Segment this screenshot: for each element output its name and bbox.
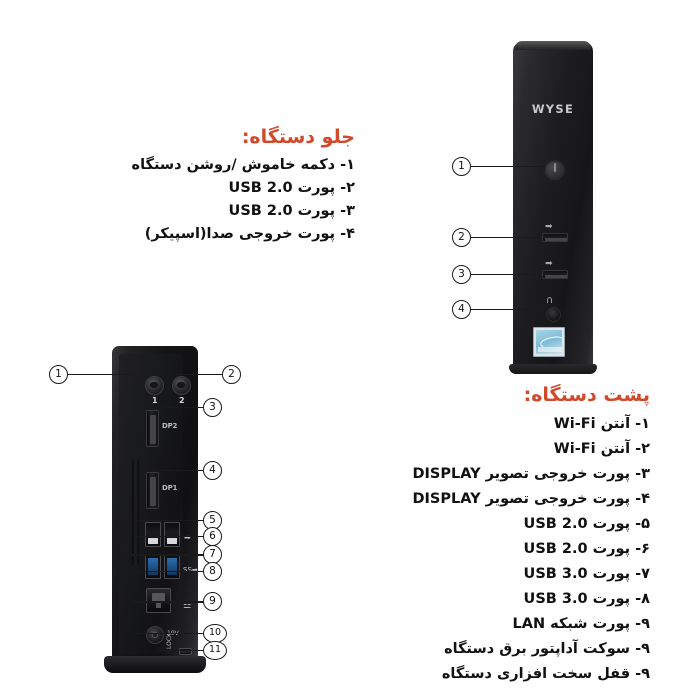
power-button[interactable] (544, 160, 566, 182)
antenna-label-1: 1 (152, 396, 158, 405)
callout-front-2[interactable]: 2 (452, 228, 471, 247)
list-item: ۴- پورت خروجی صدا(اسپیکر) (144, 226, 355, 242)
energy-star-logo-icon (536, 330, 562, 354)
leader-line (470, 237, 542, 238)
callout-back-11[interactable]: 11 (203, 641, 227, 660)
list-item: ۹- سوکت آداپتور برق دستگاه (444, 641, 650, 657)
leader-line (128, 571, 205, 572)
list-item: ۱- آنتن Wi-Fi (553, 416, 650, 432)
list-item: ۱- دکمه خاموش /روشن دستگاه (131, 157, 355, 173)
callout-back-9[interactable]: 9 (203, 592, 222, 611)
leader-line (68, 374, 136, 375)
lock-slot-label: LOCK (166, 633, 173, 649)
list-item: ۲- آنتن Wi-Fi (553, 441, 650, 457)
leader-line (176, 374, 232, 375)
front-section-title: جلو دستگاه: (241, 126, 355, 148)
list-item: ۶- پورت USB 2.0 (523, 541, 650, 557)
leader-line (136, 633, 205, 634)
network-icon: ☲ (183, 601, 192, 611)
energy-star-sticker (533, 327, 565, 357)
rear-io-panel: 1 2 DP2 DP1 ➡ SS➡ ☲ 19V LOCK (119, 354, 198, 655)
list-item: ۹- قفل سخت افزاری دستگاه (441, 666, 650, 682)
leader-line (470, 274, 542, 275)
callout-back-5[interactable]: 5 (203, 511, 222, 530)
usb-icon: ➡ (545, 259, 553, 269)
leader-line (142, 407, 205, 408)
displayport-connector-2 (146, 410, 159, 447)
leader-line (132, 601, 205, 603)
leader-line (134, 536, 205, 537)
callout-front-3[interactable]: 3 (452, 265, 471, 284)
rear-usb3-port-7 (145, 554, 161, 579)
leader-line (470, 309, 548, 310)
front-spec-list: ۱- دکمه خاموش /روشن دستگاه ۲- پورت USB 2… (95, 154, 355, 246)
headphone-icon: ∩ (546, 295, 554, 306)
callout-back-8[interactable]: 8 (203, 562, 222, 581)
front-top-edge (515, 41, 591, 50)
list-item: ۷- پورت USB 3.0 (523, 566, 650, 582)
wifi-antenna-connector-2 (172, 376, 191, 395)
rear-base-foot (104, 656, 206, 673)
list-item: ۴- پورت خروجی تصویر DISPLAY (412, 491, 651, 507)
leader-line (470, 166, 545, 167)
front-base-foot (509, 364, 597, 374)
front-usb-port-2 (542, 233, 568, 242)
list-item: ۹- پورت شبکه LAN (512, 616, 651, 632)
audio-out-jack (546, 307, 561, 322)
leader-line (160, 650, 205, 651)
antenna-label-2: 2 (179, 396, 185, 405)
usb-icon: ➡ (184, 533, 191, 542)
usb-superspeed-icon: SS➡ (183, 566, 198, 574)
displayport-label-1: DP1 (162, 484, 178, 492)
callout-back-2[interactable]: 2 (222, 365, 241, 384)
displayport-connector-1 (146, 472, 159, 509)
front-usb-port-3 (542, 270, 568, 279)
wifi-antenna-connector-1 (145, 376, 164, 395)
list-item: ۳- پورت خروجی تصویر DISPLAY (412, 466, 651, 482)
wyse-brand-logo: WYSE (531, 102, 575, 116)
rear-device-illustration: 1 2 DP2 DP1 ➡ SS➡ ☲ 19V LOCK (100, 344, 212, 680)
leader-line (142, 470, 205, 471)
displayport-label-2: DP2 (162, 422, 178, 430)
callout-back-6[interactable]: 6 (203, 527, 222, 546)
callout-back-3[interactable]: 3 (203, 398, 222, 417)
back-section-title: پشت دستگاه: (523, 384, 650, 406)
callout-back-1[interactable]: 1 (49, 365, 68, 384)
callout-front-4[interactable]: 4 (452, 300, 471, 319)
callout-front-1[interactable]: 1 (452, 157, 471, 176)
front-chassis (513, 42, 593, 372)
lan-rj45-port (146, 588, 171, 613)
list-item: ۸- پورت USB 3.0 (523, 591, 650, 607)
leader-line (128, 554, 205, 556)
usb-icon: ➡ (545, 222, 553, 232)
list-item: ۳- پورت USB 2.0 (228, 203, 355, 219)
front-device-illustration: WYSE ➡ ➡ ∩ (505, 38, 601, 374)
kensington-lock-slot (179, 648, 192, 655)
list-item: ۲- پورت USB 2.0 (228, 180, 355, 196)
back-spec-list: ۱- آنتن Wi-Fi ۲- آنتن Wi-Fi ۳- پورت خروج… (230, 412, 651, 687)
rear-usb2-port-6 (164, 522, 180, 547)
power-adapter-socket (146, 626, 164, 644)
rear-usb2-port-5 (145, 522, 161, 547)
rear-usb3-port-8 (164, 554, 180, 579)
vent-grille (132, 458, 139, 566)
list-item: ۵- پورت USB 2.0 (523, 516, 650, 532)
callout-back-4[interactable]: 4 (203, 461, 222, 480)
leader-line (134, 520, 205, 521)
